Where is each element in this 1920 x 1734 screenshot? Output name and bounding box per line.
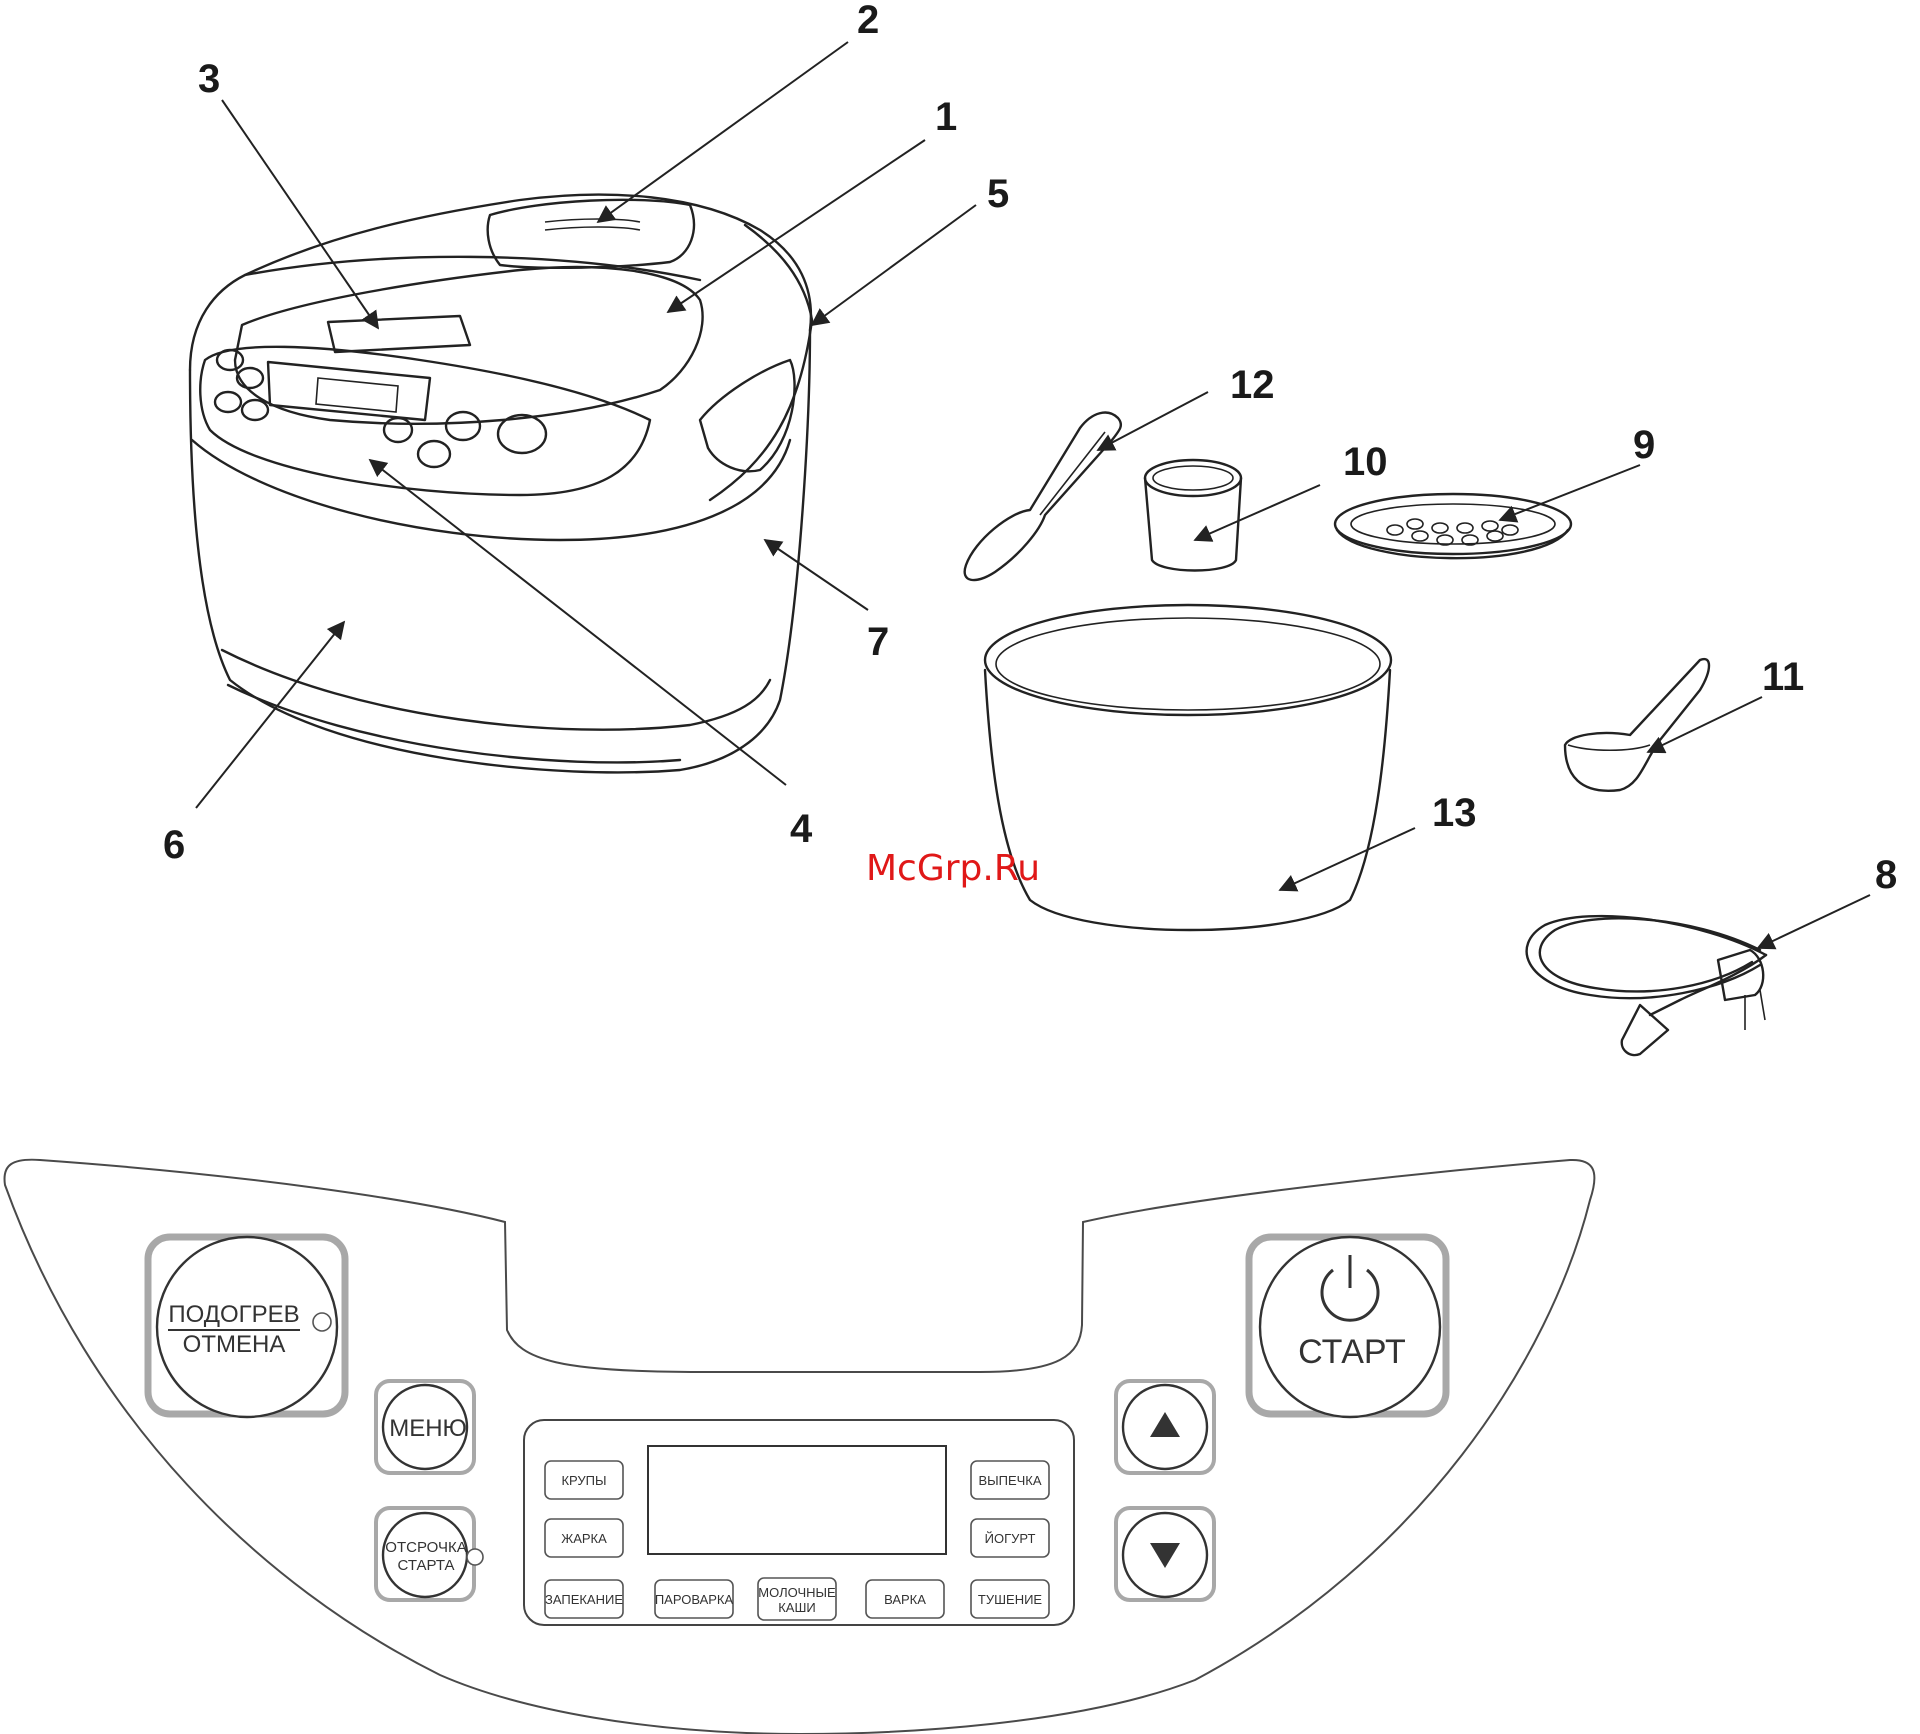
steam-tray-illustration xyxy=(1335,494,1571,558)
keep-warm-cancel-button[interactable]: ПОДОГРЕВ ОТМЕНА xyxy=(157,1237,337,1417)
mode-button-molochnye-kashi[interactable]: МОЛОЧНЫЕ КАШИ xyxy=(758,1578,836,1620)
callout-7: 7 xyxy=(867,620,889,664)
mode-label-vypechka: ВЫПЕЧКА xyxy=(978,1473,1041,1488)
callout-line-1 xyxy=(668,140,925,312)
watermark-text: McGrp.Ru xyxy=(866,848,1040,889)
callout-8: 8 xyxy=(1875,853,1897,897)
mode-button-zharka[interactable]: ЖАРКА xyxy=(545,1519,623,1557)
inner-bowl-illustration xyxy=(985,605,1391,930)
callout-13: 13 xyxy=(1432,791,1477,835)
mode-label-zharka: ЖАРКА xyxy=(561,1531,607,1546)
delay-label-2: СТАРТА xyxy=(397,1557,454,1574)
mode-label-varka: ВАРКА xyxy=(884,1592,926,1607)
mode-label-tushenie: ТУШЕНИЕ xyxy=(978,1592,1043,1607)
mode-button-vypechka[interactable]: ВЫПЕЧКА xyxy=(971,1461,1049,1499)
callout-4: 4 xyxy=(790,807,813,851)
down-button[interactable] xyxy=(1123,1513,1207,1597)
callout-line-13 xyxy=(1280,828,1415,890)
cancel-label: ОТМЕНА xyxy=(183,1331,286,1358)
start-button[interactable]: СТАРТ xyxy=(1260,1237,1440,1417)
callout-numbers: 1 2 3 4 5 6 7 8 9 10 11 12 13 xyxy=(163,0,1897,897)
mode-label-molochnye-2: КАШИ xyxy=(778,1600,816,1615)
menu-label: МЕНЮ xyxy=(389,1415,467,1442)
mode-label-krupy: КРУПЫ xyxy=(561,1473,606,1488)
callout-9: 9 xyxy=(1633,423,1655,467)
callout-5: 5 xyxy=(987,172,1009,216)
mode-button-krupy[interactable]: КРУПЫ xyxy=(545,1461,623,1499)
callout-arrows xyxy=(196,42,1870,948)
mode-label-molochnye-1: МОЛОЧНЫЕ xyxy=(758,1585,836,1600)
rice-spoon-illustration xyxy=(965,413,1121,581)
mode-button-yogurt[interactable]: ЙОГУРТ xyxy=(971,1519,1049,1557)
callout-10: 10 xyxy=(1343,440,1388,484)
callout-line-4 xyxy=(370,460,786,785)
start-label: СТАРТ xyxy=(1298,1333,1406,1371)
mode-button-parovarka[interactable]: ПАРОВАРКА xyxy=(655,1580,734,1618)
callout-1: 1 xyxy=(935,95,957,139)
mode-label-yogurt: ЙОГУРТ xyxy=(985,1531,1036,1546)
measuring-cup-illustration xyxy=(1145,460,1241,571)
callout-line-3 xyxy=(222,100,378,328)
callout-line-11 xyxy=(1648,697,1762,752)
mode-button-zapekanie[interactable]: ЗАПЕКАНИЕ xyxy=(545,1580,623,1618)
ladle-illustration xyxy=(1565,659,1709,791)
multicooker-illustration xyxy=(190,195,812,773)
callout-line-8 xyxy=(1758,895,1870,948)
callout-line-5 xyxy=(812,205,976,325)
delay-label-1: ОТСРОЧКА xyxy=(385,1539,466,1556)
callout-line-9 xyxy=(1500,465,1640,520)
mode-button-tushenie[interactable]: ТУШЕНИЕ xyxy=(971,1580,1049,1618)
control-panel: ПОДОГРЕВ ОТМЕНА МЕНЮ ОТСРОЧКА СТАРТА КРУ… xyxy=(4,1160,1594,1734)
callout-3: 3 xyxy=(198,57,220,101)
power-cord-illustration xyxy=(1527,916,1766,1055)
delay-start-button[interactable]: ОТСРОЧКА СТАРТА xyxy=(383,1513,467,1597)
callout-2: 2 xyxy=(857,0,879,42)
mode-label-parovarka: ПАРОВАРКА xyxy=(655,1592,734,1607)
keep-warm-label: ПОДОГРЕВ xyxy=(168,1301,299,1328)
callout-11: 11 xyxy=(1762,655,1804,699)
mode-label-zapekanie: ЗАПЕКАНИЕ xyxy=(545,1592,623,1607)
callout-line-7 xyxy=(765,540,868,610)
menu-button[interactable]: МЕНЮ xyxy=(383,1385,467,1469)
keep-warm-indicator xyxy=(313,1313,331,1331)
lcd-display xyxy=(648,1446,946,1554)
callout-line-12 xyxy=(1098,392,1208,450)
callout-12: 12 xyxy=(1230,363,1275,407)
mode-button-varka[interactable]: ВАРКА xyxy=(866,1580,944,1618)
delay-indicator xyxy=(467,1549,483,1565)
callout-6: 6 xyxy=(163,823,185,867)
up-button[interactable] xyxy=(1123,1385,1207,1469)
callout-line-2 xyxy=(598,42,848,222)
